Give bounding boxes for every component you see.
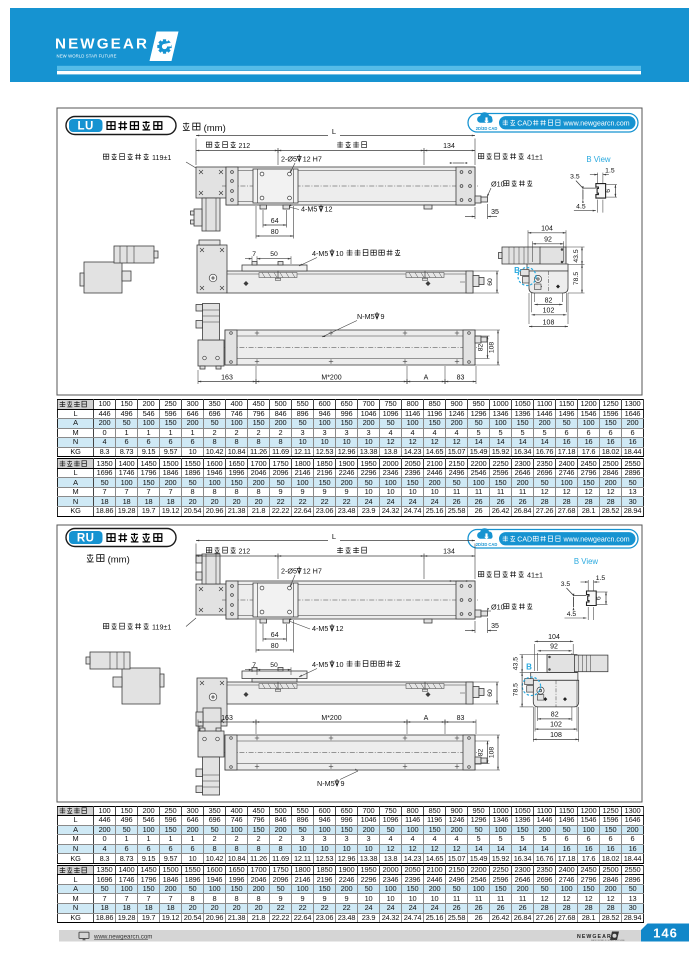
- svg-text:12 H7: 12 H7: [303, 155, 322, 164]
- svg-text:102: 102: [543, 308, 555, 315]
- svg-text:www.newgearcn.com: www.newgearcn.com: [93, 933, 152, 940]
- svg-text:10: 10: [336, 660, 344, 669]
- svg-text:212: 212: [239, 143, 251, 150]
- svg-text:RU: RU: [77, 533, 95, 545]
- svg-text:80: 80: [271, 229, 279, 236]
- svg-text:82: 82: [545, 297, 553, 304]
- svg-text:108: 108: [488, 342, 495, 354]
- svg-text:Ø10: Ø10: [491, 603, 505, 612]
- svg-text:43.5: 43.5: [513, 657, 520, 670]
- svg-text:64: 64: [271, 632, 279, 639]
- svg-text:1.5: 1.5: [605, 168, 615, 175]
- svg-text:104: 104: [541, 226, 553, 233]
- svg-text:64: 64: [271, 218, 279, 225]
- svg-text:108: 108: [543, 319, 555, 326]
- svg-text:B View: B View: [574, 557, 598, 566]
- svg-text:(mm): (mm): [108, 555, 130, 566]
- svg-text:M*200: M*200: [321, 374, 341, 381]
- svg-text:50: 50: [270, 251, 278, 258]
- svg-text:41±1: 41±1: [527, 571, 543, 580]
- svg-text:41±1: 41±1: [527, 153, 543, 162]
- svg-text:146: 146: [653, 926, 678, 941]
- svg-text:L: L: [332, 127, 336, 136]
- svg-text:163: 163: [221, 374, 233, 381]
- svg-text:119±1: 119±1: [152, 623, 171, 632]
- svg-text:4-M5: 4-M5: [312, 660, 328, 669]
- svg-text:(mm): (mm): [204, 123, 226, 134]
- svg-text:2D/3D CAD: 2D/3D CAD: [476, 126, 498, 131]
- svg-text:NEW WORLD STAR FUTURE: NEW WORLD STAR FUTURE: [591, 939, 625, 942]
- svg-text:1.5: 1.5: [596, 575, 606, 582]
- svg-text:Ø10: Ø10: [491, 180, 505, 189]
- svg-text:12 H7: 12 H7: [303, 567, 322, 576]
- svg-text:B View: B View: [586, 155, 610, 164]
- svg-text:LU: LU: [78, 121, 94, 133]
- svg-text:134: 134: [443, 143, 455, 150]
- svg-text:www.newgearcn.com: www.newgearcn.com: [562, 121, 629, 128]
- svg-text:82: 82: [478, 749, 485, 757]
- svg-text:35: 35: [491, 209, 499, 216]
- svg-text:104: 104: [548, 634, 560, 641]
- svg-text:6: 6: [605, 189, 612, 193]
- svg-text:83: 83: [457, 715, 465, 722]
- svg-text:2-Ø5: 2-Ø5: [281, 567, 297, 576]
- svg-text:CAD: CAD: [517, 537, 532, 544]
- svg-text:60: 60: [487, 689, 494, 697]
- svg-text:B: B: [514, 266, 520, 275]
- svg-text:9: 9: [341, 779, 345, 788]
- svg-text:A: A: [424, 374, 429, 381]
- svg-text:4.5: 4.5: [567, 611, 577, 618]
- svg-text:92: 92: [550, 644, 558, 651]
- svg-text:4.5: 4.5: [576, 204, 586, 211]
- svg-text:4-M5: 4-M5: [301, 205, 317, 214]
- svg-text:L: L: [332, 532, 336, 541]
- svg-text:82: 82: [478, 344, 485, 352]
- svg-text:102: 102: [550, 721, 562, 728]
- svg-text:CAD: CAD: [517, 121, 532, 128]
- svg-text:10: 10: [336, 249, 344, 258]
- svg-text:83: 83: [457, 374, 465, 381]
- svg-text:4-M5: 4-M5: [312, 249, 328, 258]
- svg-text:www.newgearcn.com: www.newgearcn.com: [562, 537, 629, 544]
- svg-text:43.5: 43.5: [573, 249, 580, 262]
- svg-text:4-M5: 4-M5: [312, 624, 328, 633]
- svg-text:82: 82: [551, 711, 559, 718]
- svg-text:12: 12: [325, 205, 333, 214]
- svg-text:NEWGEAR: NEWGEAR: [577, 934, 612, 940]
- svg-text:NEW WORLD STAR FUTURE: NEW WORLD STAR FUTURE: [57, 54, 117, 59]
- svg-text:3.5: 3.5: [561, 581, 571, 588]
- svg-text:9: 9: [381, 312, 385, 321]
- svg-text:78.5: 78.5: [573, 272, 580, 285]
- svg-text:B: B: [526, 663, 532, 672]
- svg-text:NEWGEAR: NEWGEAR: [55, 36, 149, 53]
- svg-text:60: 60: [487, 278, 494, 286]
- svg-text:7: 7: [252, 251, 256, 258]
- svg-text:35: 35: [491, 623, 499, 630]
- svg-text:119±1: 119±1: [152, 153, 171, 162]
- svg-text:6: 6: [595, 596, 602, 600]
- svg-text:N-M5: N-M5: [357, 312, 375, 321]
- svg-text:80: 80: [271, 643, 279, 650]
- svg-text:108: 108: [488, 747, 495, 759]
- svg-text:N-M5: N-M5: [317, 779, 335, 788]
- svg-text:A: A: [424, 715, 429, 722]
- svg-text:3.5: 3.5: [570, 174, 580, 181]
- svg-text:7: 7: [252, 662, 256, 669]
- svg-text:M*200: M*200: [321, 715, 341, 722]
- svg-text:163: 163: [221, 715, 233, 722]
- svg-text:134: 134: [443, 549, 455, 556]
- svg-text:2D/3D CAD: 2D/3D CAD: [476, 542, 498, 547]
- svg-text:2-Ø5: 2-Ø5: [281, 155, 297, 164]
- svg-text:78.5: 78.5: [513, 683, 520, 696]
- svg-text:212: 212: [239, 549, 251, 556]
- svg-text:108: 108: [550, 732, 562, 739]
- svg-text:92: 92: [544, 237, 552, 244]
- svg-text:50: 50: [270, 662, 278, 669]
- svg-text:12: 12: [336, 624, 344, 633]
